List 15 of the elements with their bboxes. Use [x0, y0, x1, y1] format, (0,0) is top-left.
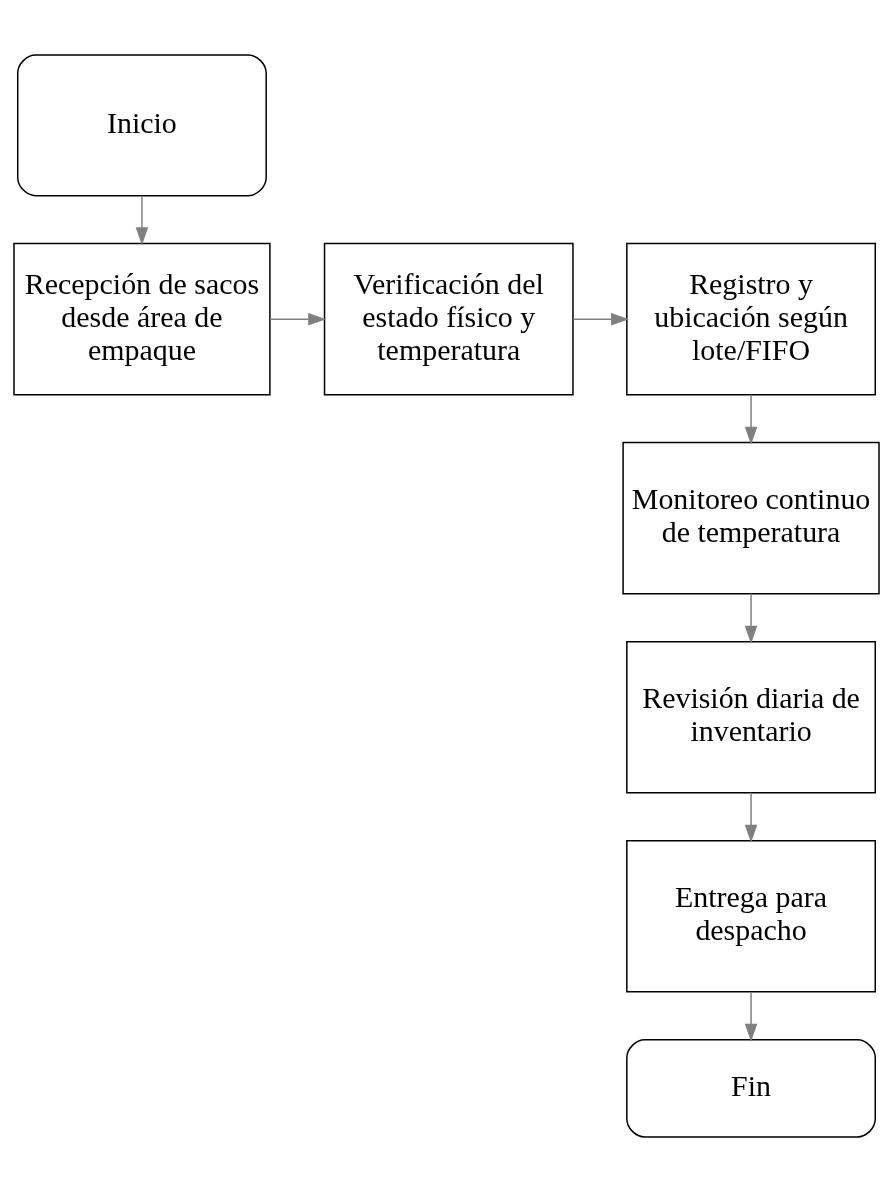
- node-box: Recepción de sacos desde área de empaque: [13, 242, 271, 395]
- arrow: [744, 990, 758, 1042]
- node-box: Verificación del estado físico y temperatura: [323, 242, 574, 395]
- node-box: Fin: [626, 1038, 876, 1138]
- arrow: [744, 791, 758, 843]
- node-box: Entrega para despacho: [626, 839, 876, 993]
- arrow: [744, 393, 758, 445]
- node-box: Inicio: [17, 53, 267, 196]
- node-box: Monitoreo continuo de temperatura: [622, 441, 880, 594]
- arrow: [572, 312, 630, 325]
- node-box: Revisión diaria de inventario: [626, 640, 876, 794]
- arrow: [135, 194, 149, 245]
- arrow: [269, 312, 327, 325]
- arrow: [744, 592, 758, 644]
- node-box: Registro y ubicación según lote/FIFO: [626, 242, 876, 395]
